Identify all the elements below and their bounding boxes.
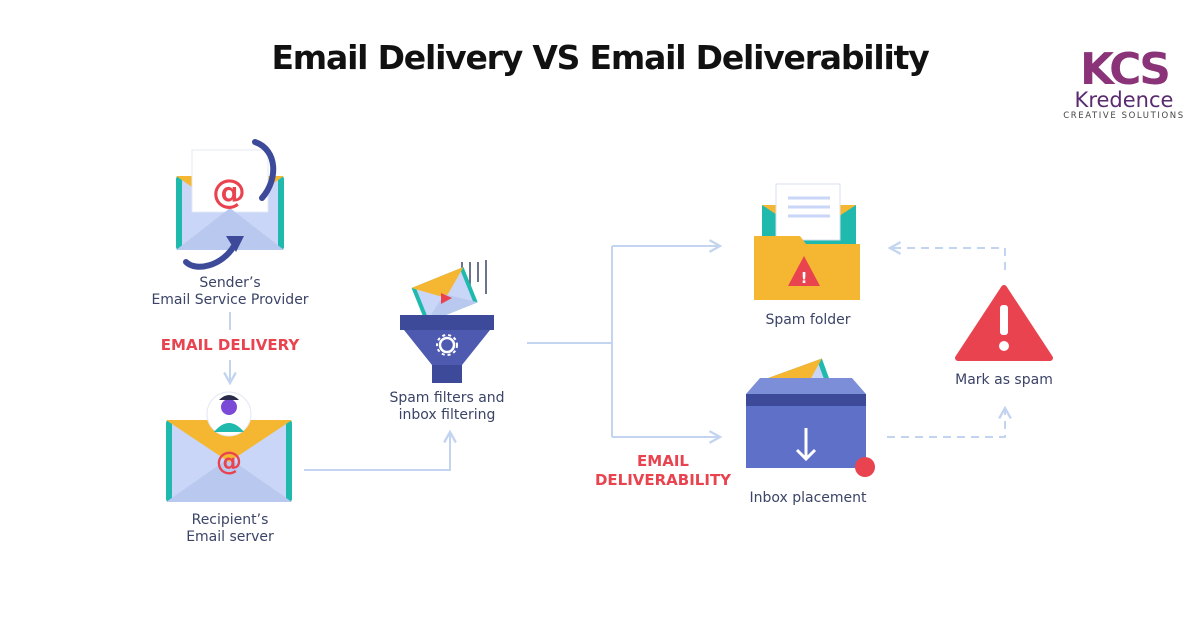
mark-as-spam-label: Mark as spam <box>955 372 1053 388</box>
dashed-arrow-to-mark-spam <box>887 408 1005 438</box>
connectors <box>230 246 1006 471</box>
page-title: Email Delivery VS Email Deliverability <box>271 38 929 77</box>
spam-folder-label: Spam folder <box>765 312 850 328</box>
filter-label-line2: inbox filtering <box>399 407 496 423</box>
sender-label-line1: Sender’s <box>199 275 260 291</box>
folder-warning-icon: ! <box>754 183 860 300</box>
sender-label-line2: Email Service Provider <box>151 292 308 308</box>
funnel-gear-icon <box>400 260 494 383</box>
svg-text:@: @ <box>216 447 242 477</box>
email-deliverability-label-line2: DELIVERABILITY <box>595 471 732 489</box>
inbox-tray-icon: @ <box>746 358 875 477</box>
logo-name: Kredence <box>1075 88 1174 112</box>
logo-tagline: CREATIVE SOLUTIONS <box>1063 111 1185 121</box>
envelope-at-icon: @ <box>176 139 284 270</box>
filter-label-line1: Spam filters and <box>389 390 504 406</box>
envelope-person-icon: @ <box>166 391 292 502</box>
arrow-to-filter <box>304 432 450 471</box>
svg-text:!: ! <box>801 269 808 287</box>
dashed-arrow-to-spam-folder <box>890 248 1006 270</box>
recipient-label-line1: Recipient’s <box>192 512 269 528</box>
inbox-placement-label: Inbox placement <box>749 490 867 506</box>
email-delivery-label: EMAIL DELIVERY <box>161 336 301 354</box>
email-deliverability-label-line1: EMAIL <box>637 452 689 470</box>
recipient-label-line2: Email server <box>186 529 274 545</box>
logo-mark: KCS <box>1080 44 1168 95</box>
warning-triangle-icon <box>955 285 1053 361</box>
kcs-logo: KCS Kredence CREATIVE SOLUTIONS <box>1063 44 1185 121</box>
svg-text:@: @ <box>212 172 246 212</box>
